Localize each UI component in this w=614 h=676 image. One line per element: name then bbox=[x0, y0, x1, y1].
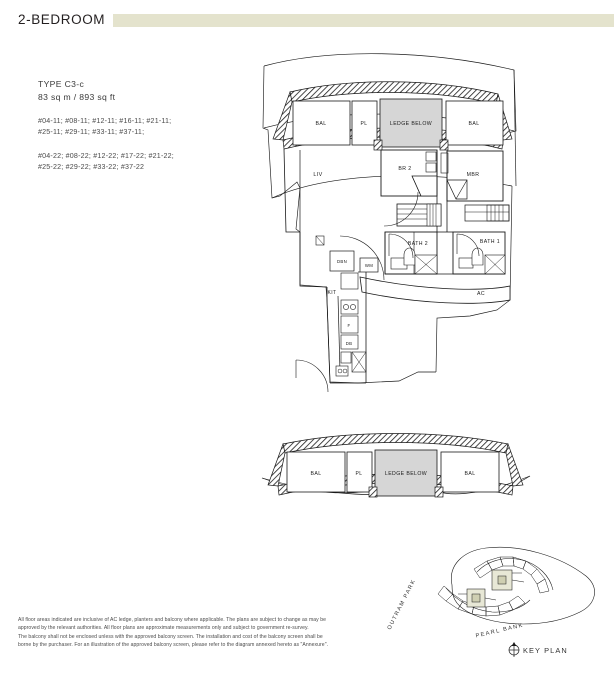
room-label-bal-left: BAL bbox=[315, 121, 326, 127]
room-label-br2: BR 2 bbox=[398, 166, 411, 172]
room-label-kit: KIT bbox=[328, 290, 337, 296]
room-label-bal-right: BAL bbox=[468, 121, 479, 127]
keyplan-road-pearl-bank: PEARL BANK bbox=[475, 623, 524, 640]
keyplan-title: KEY PLAN bbox=[523, 646, 568, 655]
title-accent-bar bbox=[113, 14, 614, 27]
room-label-mbr: MBR bbox=[467, 172, 480, 178]
unit-number-line: #25-11; #29-11; #33-11; #37-11; bbox=[38, 128, 145, 136]
unit-info-block: TYPE C3-c 83 sq m / 893 sq ft #04-11; #0… bbox=[38, 78, 248, 173]
room-label-bath1: BATH 1 bbox=[480, 239, 500, 245]
room-label-pl: PL bbox=[361, 121, 368, 127]
unit-area-label: 83 sq m / 893 sq ft bbox=[38, 91, 116, 102]
page-header: 2-BEDROOM bbox=[0, 0, 614, 40]
disclaimer-line: All floor areas indicated are inclusive … bbox=[18, 617, 327, 623]
detail-label-bal-right: BAL bbox=[464, 471, 475, 477]
unit-number-line: #25-22; #29-22; #33-22; #37-22 bbox=[38, 163, 145, 171]
detail-label-ledge-below: LEDGE BELOW bbox=[385, 471, 427, 477]
disclaimer-line: borne by the purchaser. For an illustrat… bbox=[18, 641, 329, 648]
detail-label-pl: PL bbox=[356, 471, 363, 477]
disclaimer-line: The balcony shall not be enclosed unless… bbox=[18, 633, 323, 640]
room-label-liv: LIV bbox=[313, 172, 322, 178]
unit-number-group-2: #04-22; #08-22; #12-22; #17-22; #21-22; … bbox=[38, 151, 248, 173]
appliance-label-db: DB bbox=[346, 341, 353, 346]
page-title: 2-BEDROOM bbox=[18, 12, 106, 27]
disclaimer-footer: All floor areas indicated are inclusive … bbox=[18, 616, 423, 649]
detail-label-bal-left: BAL bbox=[310, 471, 321, 477]
appliance-label-wm: WM bbox=[365, 263, 373, 268]
unit-number-line: #04-11; #08-11; #12-11; #16-11; #21-11; bbox=[38, 117, 172, 125]
unit-type-label: TYPE C3-c bbox=[38, 79, 85, 89]
appliance-label-fridge: F bbox=[348, 323, 351, 328]
room-label-ledge-below: LEDGE BELOW bbox=[390, 121, 432, 127]
room-label-ac: AC bbox=[477, 291, 485, 297]
unit-number-line: #04-22; #08-22; #12-22; #17-22; #21-22; bbox=[38, 152, 174, 160]
disclaimer-line: approved by the relevant authorities. Al… bbox=[18, 625, 309, 632]
appliance-label-dbn: DBN bbox=[337, 259, 347, 264]
room-label-bath2: BATH 2 bbox=[408, 241, 428, 247]
unit-number-group-1: #04-11; #08-11; #12-11; #16-11; #21-11; … bbox=[38, 116, 248, 138]
